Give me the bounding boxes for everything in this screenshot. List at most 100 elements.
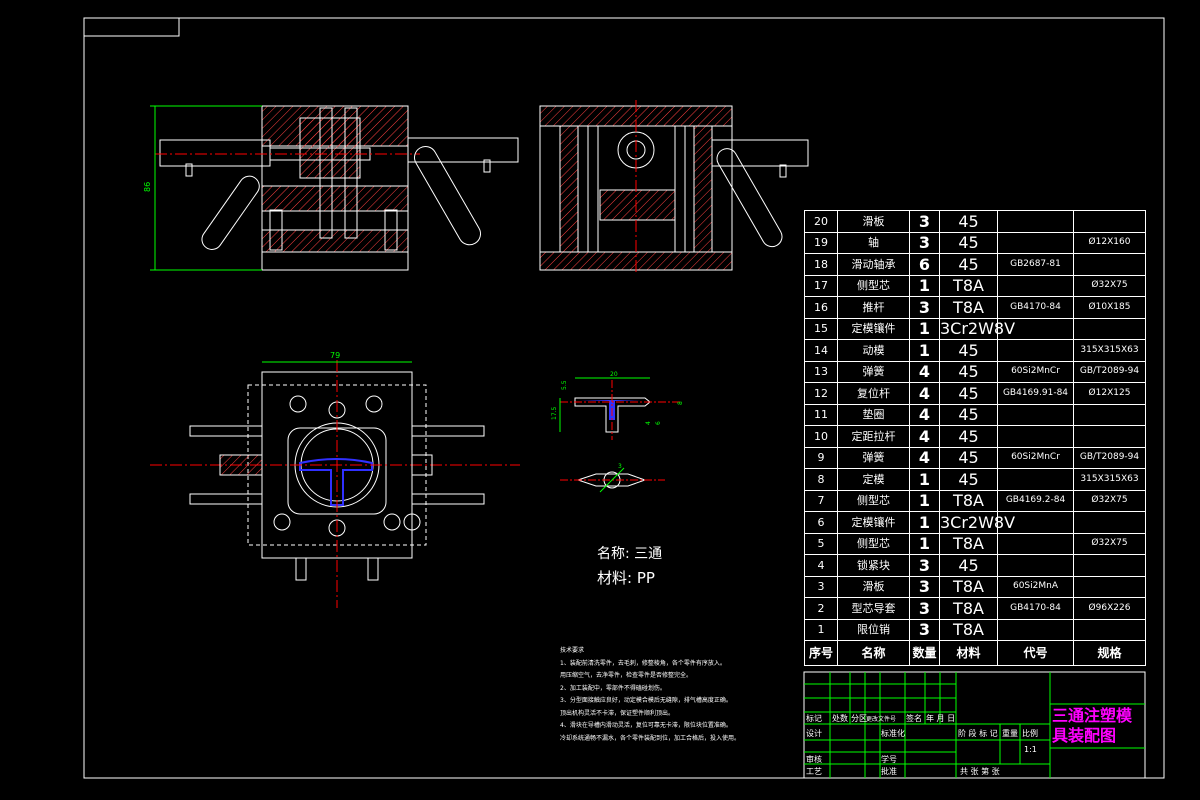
bom-cell-material: T8A	[939, 274, 998, 297]
tb-doc: 更改文件号	[866, 716, 897, 723]
dim-part-e: 4	[645, 421, 652, 425]
bom-cell-qty: 4	[909, 403, 940, 426]
tb-standard: 标准化	[881, 729, 905, 738]
bom-cell-no: 4	[804, 554, 838, 577]
bom-cell-name: 侧型芯	[837, 274, 910, 297]
bom-cell-code: 60Si2MnA	[997, 575, 1074, 598]
outer-frame	[83, 17, 1165, 779]
bom-cell-qty: 4	[909, 446, 940, 469]
tb-sign: 签名	[906, 714, 922, 723]
bom-cell-qty: 4	[909, 360, 940, 383]
bom-header-spec: 规格	[1073, 640, 1146, 666]
bom-cell-no: 18	[804, 253, 838, 276]
part-name-label: 名称:	[597, 546, 630, 562]
bom-header-name: 名称	[837, 640, 910, 666]
bom-cell-name: 型芯导套	[837, 597, 910, 620]
tb-review: 审核	[806, 755, 822, 764]
bom-cell-qty: 4	[909, 425, 940, 448]
bom-cell-spec	[1073, 618, 1146, 641]
bom-cell-no: 16	[804, 296, 838, 319]
bom-cell-material: T8A	[939, 575, 998, 598]
bom-cell-code	[997, 618, 1074, 641]
bom-cell-qty: 3	[909, 210, 940, 233]
bom-cell-spec	[1073, 425, 1146, 448]
bom-header-code: 代号	[997, 640, 1074, 666]
plan-view: 79	[150, 351, 520, 608]
bom-cell-name: 滑板	[837, 575, 910, 598]
bom-cell-material: 45	[939, 425, 998, 448]
bom-cell-spec: GB/T2089-94	[1073, 446, 1146, 469]
bom-cell-spec: Ø32X75	[1073, 274, 1146, 297]
bom-cell-qty: 3	[909, 575, 940, 598]
bom-cell-qty: 1	[909, 274, 940, 297]
bom-cell-qty: 1	[909, 489, 940, 512]
notes-line: 1、装配前清洗零件，去毛刺，修整棱角，各个零件有序放入。	[560, 659, 726, 667]
dim-part-f: 6	[655, 421, 662, 425]
part-name-value: 三通	[634, 546, 663, 562]
side-section-view	[539, 100, 809, 275]
bom-cell-no: 12	[804, 382, 838, 405]
notes-line: 冷却系统通畅不漏水，各个零件装配到位，加工合格后，投入使用。	[560, 734, 741, 742]
bom-cell-name: 滑动轴承	[837, 253, 910, 276]
notes-title: 技术要求	[560, 647, 585, 654]
bom-cell-spec: GB/T2089-94	[1073, 360, 1146, 383]
bom-header-material: 材料	[939, 640, 998, 666]
bom-cell-no: 2	[804, 597, 838, 620]
bom-cell-code: 60Si2MnCr	[997, 360, 1074, 383]
tb-weight: 重量	[1002, 729, 1018, 738]
bom-cell-material: 45	[939, 403, 998, 426]
bom-cell-no: 8	[804, 468, 838, 491]
bom-cell-code	[997, 425, 1074, 448]
bom-cell-name: 定模	[837, 468, 910, 491]
bom-cell-code: GB4170-84	[997, 597, 1074, 620]
bom-cell-name: 锁紧块	[837, 554, 910, 577]
part-material: 材料: PP	[597, 567, 655, 588]
tb-craft: 工艺	[806, 767, 822, 776]
bom-cell-name: 轴	[837, 231, 910, 254]
bom-cell-name: 侧型芯	[837, 532, 910, 555]
bom-cell-material: T8A	[939, 489, 998, 512]
bom-cell-code: 60Si2MnCr	[997, 446, 1074, 469]
bom-cell-spec	[1073, 554, 1146, 577]
tb-design: 设计	[806, 729, 822, 738]
dim-part-c: 20	[610, 371, 618, 378]
bom-cell-no: 11	[804, 403, 838, 426]
bom-cell-name: 复位杆	[837, 382, 910, 405]
drawing-title: 三通注塑模 具装配图	[1052, 706, 1132, 746]
bom-cell-no: 19	[804, 231, 838, 254]
bom-header-row: 序号 名称 数量 材料 代号 规格	[804, 640, 1146, 666]
bom-cell-qty: 3	[909, 554, 940, 577]
title-block-grid	[803, 671, 1146, 779]
tb-zone: 分区	[851, 714, 867, 723]
bom-cell-qty: 1	[909, 511, 940, 534]
bom-cell-code	[997, 532, 1074, 555]
bom-cell-material: T8A	[939, 532, 998, 555]
bom-cell-no: 3	[804, 575, 838, 598]
bom-cell-qty: 4	[909, 382, 940, 405]
bom-header-no: 序号	[804, 640, 838, 666]
bom-cell-name: 侧型芯	[837, 489, 910, 512]
bom-cell-spec	[1073, 317, 1146, 340]
bom-cell-material: 45	[939, 253, 998, 276]
bom-cell-material: T8A	[939, 618, 998, 641]
tb-student-no: 学号	[881, 755, 897, 764]
bom-cell-no: 13	[804, 360, 838, 383]
bom-cell-spec: Ø32X75	[1073, 532, 1146, 555]
bom-cell-qty: 1	[909, 339, 940, 362]
bom-cell-name: 定模镶件	[837, 511, 910, 534]
bom-cell-spec: 315X315X63	[1073, 468, 1146, 491]
bom-cell-material: 45	[939, 382, 998, 405]
bom-cell-spec: Ø10X185	[1073, 296, 1146, 319]
bom-cell-name: 限位销	[837, 618, 910, 641]
